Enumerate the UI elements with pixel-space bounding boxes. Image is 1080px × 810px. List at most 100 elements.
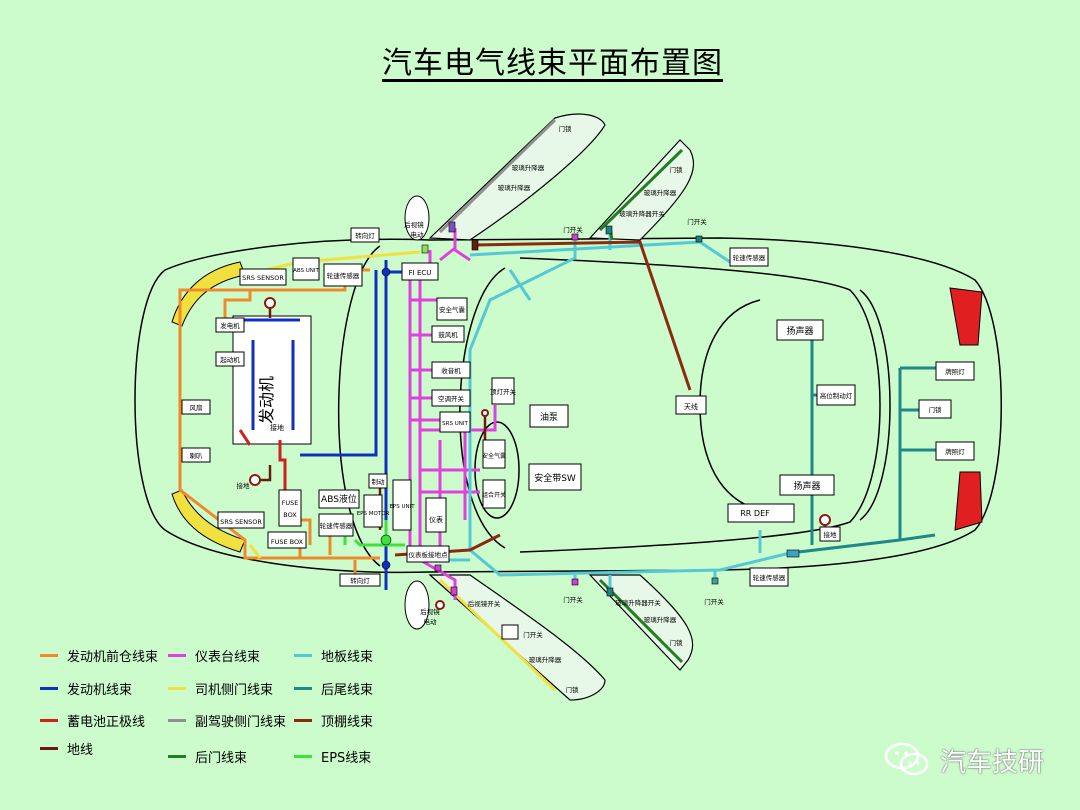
label-door-switch-1: 门开关	[563, 225, 583, 234]
label-starter: 起动机	[220, 355, 240, 364]
legend-swatch	[168, 755, 186, 758]
legend-item: 后尾线束	[294, 679, 373, 698]
label-meter: 仪表	[429, 515, 443, 524]
label-eps-motor: EPS MOTOR	[357, 511, 390, 517]
label-rear-ground: 接地	[824, 530, 838, 539]
engine-block	[232, 315, 312, 445]
legend-item: EPS线束	[294, 747, 371, 766]
label-window-lifter-6: 玻璃升降器	[644, 615, 677, 624]
label-window-lifter-3: 玻璃升降器开关	[619, 209, 665, 218]
legend-item: 副驾驶侧门线束	[168, 711, 286, 730]
door-rear-top	[588, 139, 694, 241]
label-fi-ecu: FI ECU	[409, 269, 432, 277]
legend-item: 仪表台线束	[168, 646, 260, 665]
legend-swatch	[294, 719, 312, 722]
label-window-lifter-2: 玻璃升降器	[498, 183, 531, 192]
legend-label: 发动机线束	[67, 683, 133, 698]
legend-item: 司机侧门线束	[168, 679, 273, 698]
label-window-lifter-1: 玻璃升降器	[512, 163, 545, 172]
label-window-lifter-7: 玻璃升降器	[529, 655, 562, 664]
label-door-switch-front: 门开关	[523, 630, 543, 639]
label-fuse-box-2: BOX	[283, 511, 297, 519]
label-license-light-1: 牌照灯	[945, 367, 965, 376]
label-mirror-top-2: 电动	[411, 230, 425, 239]
label-mirror-switch: 后视镜开关	[468, 599, 501, 608]
label-alternator: 发电机	[220, 321, 240, 330]
legend-item: 地线	[40, 739, 93, 758]
legend-swatch	[294, 755, 312, 758]
page-title: 汽车电气线束平面布置图	[382, 46, 723, 81]
legend-item: 蓄电池正极线	[40, 711, 145, 730]
label-abs-level: ABS液位	[321, 493, 357, 505]
wechat-icon	[884, 742, 929, 776]
label-srs-sensor-bottom: SRS SENSOR	[220, 518, 262, 526]
label-ground-engine: 接地	[270, 423, 284, 432]
label-ground-left: 接地	[237, 481, 251, 490]
label-wheel-sensor-fl: 轮速传感器	[327, 271, 360, 280]
label-eps-unit: EPS UNIT	[389, 504, 415, 510]
label-rr-def: RR DEF	[740, 509, 770, 518]
label-fuel-pump: 油泵	[540, 411, 558, 423]
legend-item: 后门线束	[168, 747, 247, 766]
mirror-bottom-shape	[404, 580, 430, 630]
label-ac-switch: 空调开关	[438, 394, 465, 403]
label-srs-sensor-top: SRS SENSOR	[242, 274, 284, 282]
legend-item: 发动机前仓线束	[40, 646, 158, 665]
legend-label: 顶棚线束	[321, 715, 374, 730]
label-door-lock-rl: 门锁	[670, 165, 684, 174]
legend-label: 副驾驶侧门线束	[195, 715, 287, 730]
legend-label: 地板线束	[321, 650, 374, 665]
legend-swatch	[294, 687, 312, 690]
door-front-top	[428, 113, 606, 241]
label-brake: 制动	[372, 477, 386, 486]
watermark: 汽车技研	[882, 740, 1044, 780]
legend-item: 顶棚线束	[294, 711, 373, 730]
label-wheel-sensor-rl: 轮速传感器	[733, 253, 766, 262]
label-window-lifter-5: 玻璃升降器开关	[615, 598, 661, 607]
label-fuse-box: FUSE BOX	[271, 538, 304, 546]
legend-label: 发动机前仓线束	[67, 650, 159, 665]
legend-swatch	[40, 687, 58, 690]
mirror-top-shape	[404, 195, 430, 241]
label-fan: 风扇	[190, 403, 203, 412]
label-high-brake: 高位制动灯	[820, 391, 853, 400]
label-door-switch-4: 门开关	[704, 597, 724, 606]
legend-item: 发动机线束	[40, 679, 132, 698]
label-trunk-lock: 门锁	[929, 405, 943, 414]
legend-swatch	[168, 654, 186, 657]
label-speaker-top: 扬声器	[786, 325, 813, 337]
legend-swatch	[294, 654, 312, 657]
legend-swatch	[168, 719, 186, 722]
watermark-text: 汽车技研	[940, 747, 1045, 778]
legend-label: 仪表台线束	[195, 650, 261, 665]
harness-battery-positive	[238, 429, 287, 495]
label-turn-light-bottom: 转向灯	[350, 576, 370, 585]
legend-label: EPS线束	[321, 751, 372, 766]
label-mirror-bottom: 后视镜	[420, 607, 440, 616]
component-labels: SRS SENSOR ABS UNIT 轮速传感器 转向灯 后视镜 电动 FI …	[190, 124, 966, 694]
legend-label: 地线	[67, 743, 94, 758]
label-wheel-sensor-rr: 轮速传感器	[753, 573, 786, 582]
label-mirror-bottom-2: 电动	[424, 617, 438, 626]
label-radio: 收音机	[441, 366, 461, 375]
label-door-switch-2: 门开关	[687, 217, 707, 226]
label-instrument-ground: 仪表板接地点	[409, 550, 449, 559]
door-rear-bottom	[588, 574, 694, 671]
label-license-light-2: 牌照灯	[945, 447, 965, 456]
legend-swatch	[40, 747, 58, 750]
tail-lamp-bottom	[954, 471, 983, 531]
legend-item: 地板线束	[294, 646, 373, 665]
label-antenna: 天线	[684, 402, 698, 411]
label-door-lock-fr: 门锁	[566, 685, 580, 694]
label-turn-light: 转向灯	[355, 231, 375, 240]
label-door-lock-rr: 门锁	[670, 638, 684, 647]
front-bumper-top	[171, 261, 246, 327]
label-airbag-1: 安全气囊	[439, 305, 466, 314]
label-combo-switch: 组合开关	[482, 491, 506, 499]
legend-label: 后尾线束	[321, 683, 374, 698]
label-window-lifter-4: 玻璃升降器	[644, 188, 677, 197]
tail-lamp-top	[949, 287, 983, 346]
ground-points	[249, 297, 831, 610]
label-engine: 发动机	[257, 376, 276, 424]
